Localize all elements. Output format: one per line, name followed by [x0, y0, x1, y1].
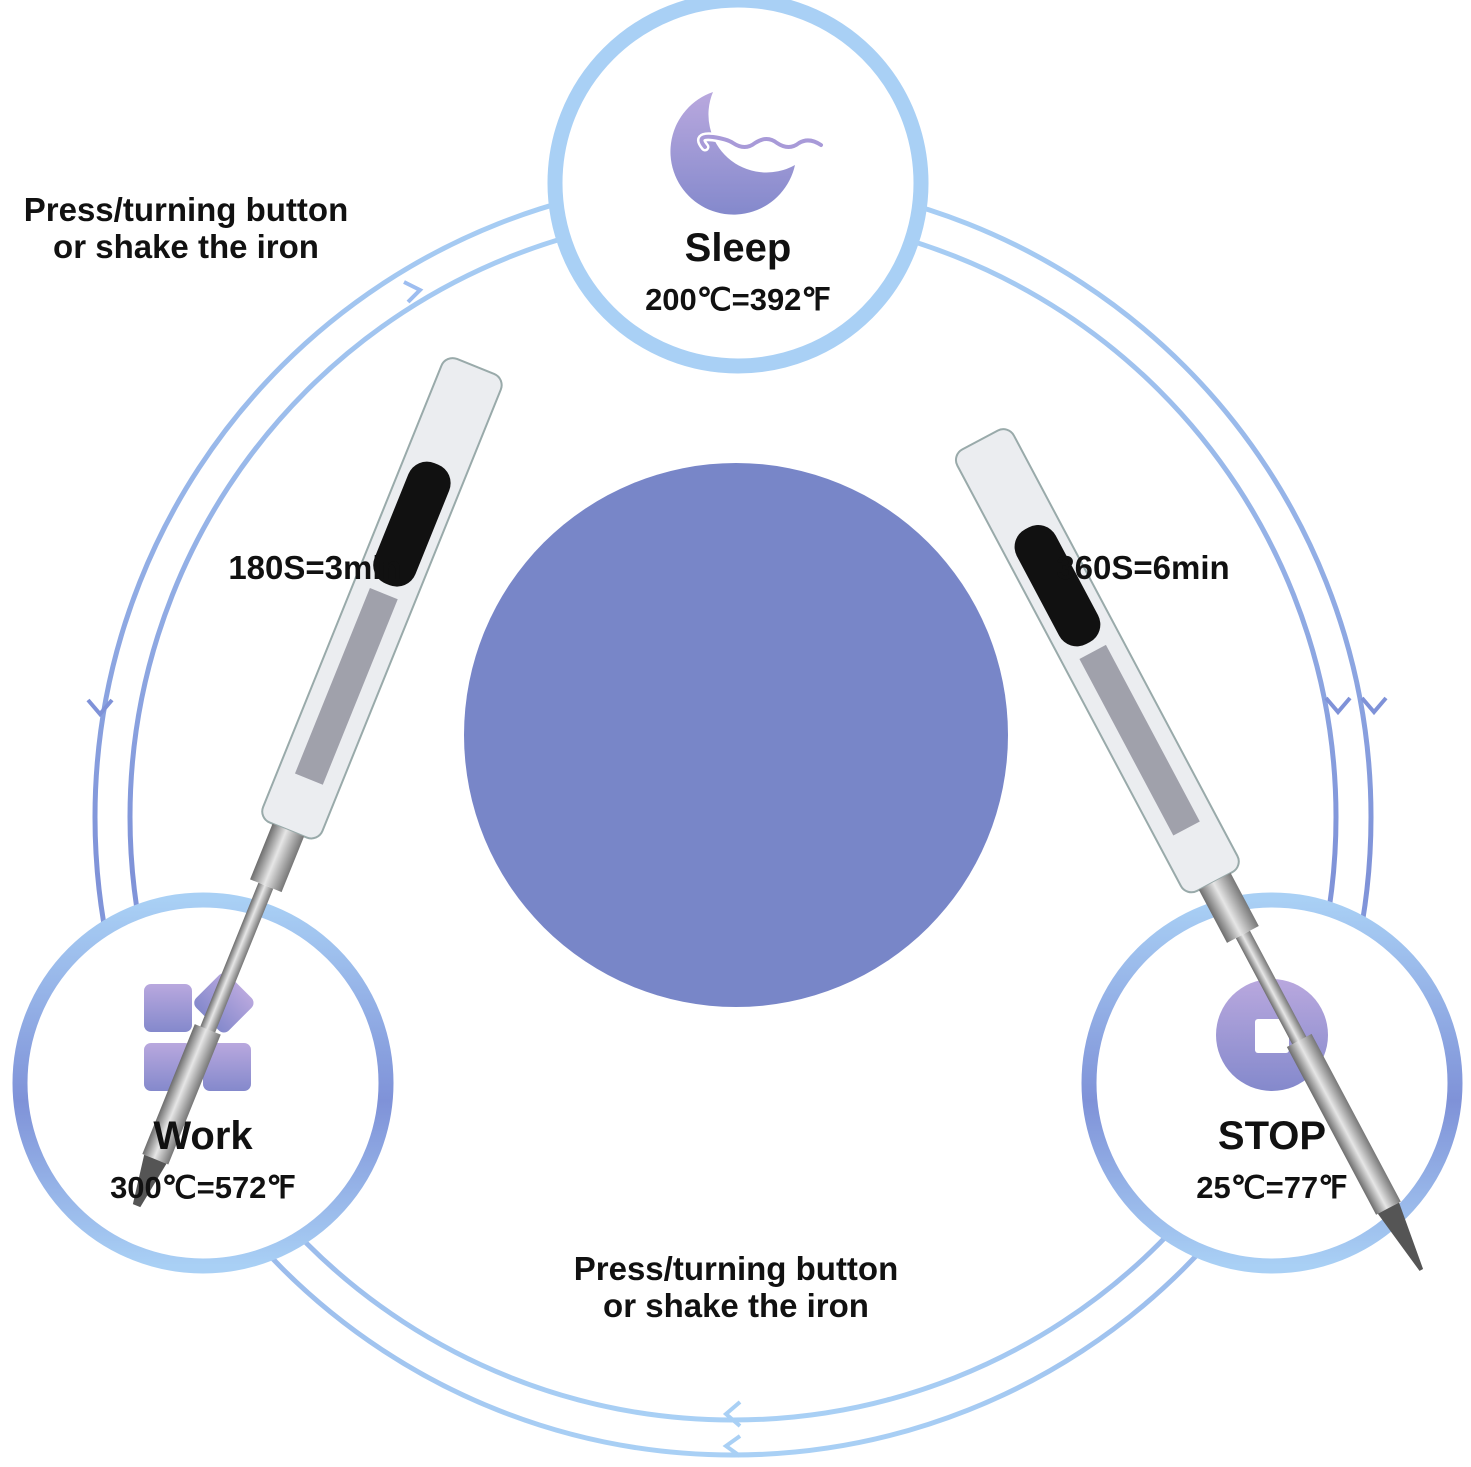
- arrow-icons: [86, 280, 1388, 1458]
- wake-hint-bottom: Press/turning button or shake the iron: [536, 1250, 936, 1324]
- stop-temp: 25℃=77℉: [1196, 1170, 1348, 1205]
- work-to-sleep-time: 180S=3min: [228, 549, 402, 586]
- work-label: Work: [153, 1114, 253, 1158]
- soldering-iron-left: [132, 357, 503, 1208]
- sleep-to-stop-time: 360S=6min: [1056, 549, 1230, 586]
- work-temp: 300℃=572℉: [110, 1170, 296, 1205]
- soldering-iron-right: [954, 428, 1424, 1271]
- wake-hint-bottom-line1: Press/turning button: [573, 1250, 899, 1287]
- wake-hint-top-line2: or shake the iron: [53, 228, 319, 265]
- wake-hint-bottom-line2: or shake the iron: [603, 1287, 869, 1324]
- stop-label: STOP: [1217, 1114, 1327, 1158]
- wake-hint-top-line1: Press/turning button: [23, 191, 349, 228]
- center-disc: [464, 463, 1008, 1007]
- moon-icon: [670, 92, 826, 215]
- sleep-label: Sleep: [684, 226, 792, 270]
- sleep-temp: 200℃=392℉: [645, 282, 831, 317]
- wake-hint-top: Press/turning button or shake the iron: [0, 191, 372, 265]
